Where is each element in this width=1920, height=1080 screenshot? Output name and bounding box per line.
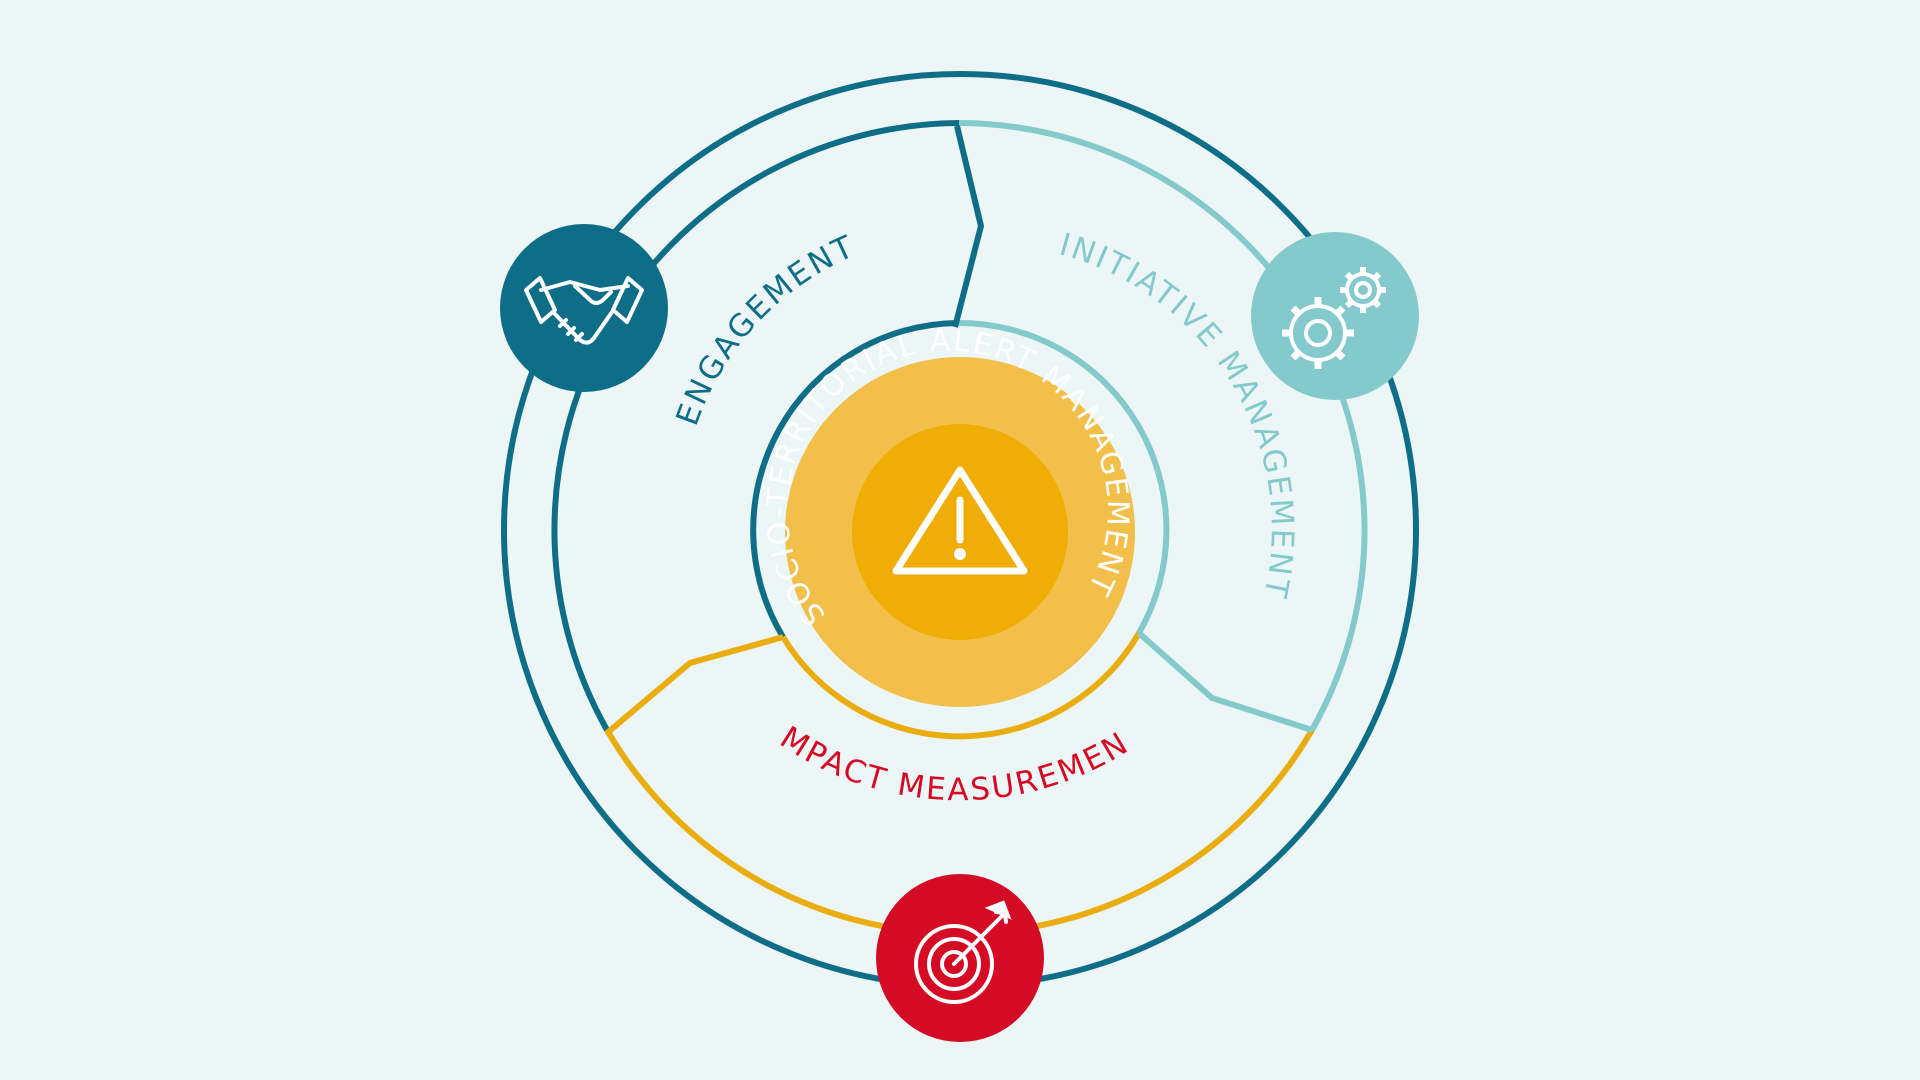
- divider-initiative-impact: [1137, 630, 1313, 733]
- divider-impact-engagement: [605, 634, 784, 736]
- handshake-icon: [524, 276, 644, 345]
- impact-node: [876, 874, 1044, 1042]
- initiative-node: [1251, 232, 1419, 400]
- warning-triangle-icon: [892, 466, 1028, 575]
- inner-impact-arc: [780, 631, 1142, 740]
- gears-icon: [1282, 267, 1386, 369]
- inner-initiative-arc: [956, 319, 1170, 635]
- engagement-node: [500, 224, 668, 392]
- divider-engagement-initiative: [952, 125, 985, 328]
- target-icon: [914, 900, 1012, 1004]
- inner-engagement-arc: [750, 320, 958, 639]
